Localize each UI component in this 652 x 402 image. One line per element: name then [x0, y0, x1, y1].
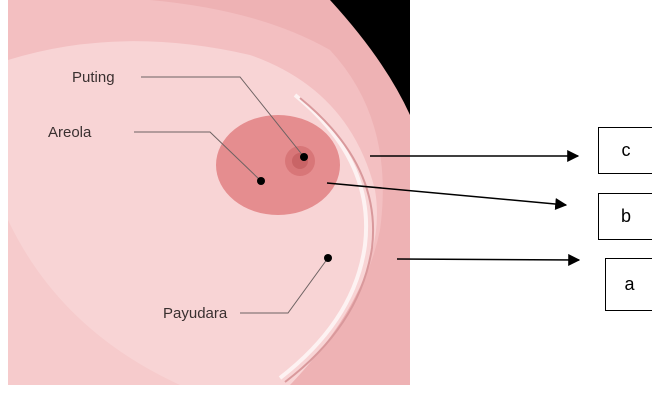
answer-box-b-label: b — [621, 206, 631, 227]
answer-box-a-label: a — [624, 274, 634, 295]
label-breast: Payudara — [163, 305, 228, 322]
label-nipple: Puting — [72, 69, 115, 86]
answer-box-b[interactable]: b — [598, 193, 652, 240]
areola-pointer-dot — [257, 177, 265, 185]
answer-box-c[interactable]: c — [598, 127, 652, 174]
label-areola: Areola — [48, 124, 92, 141]
nipple-pointer-dot — [300, 153, 308, 161]
areola-shape — [216, 115, 340, 215]
answer-box-c-label: c — [622, 140, 631, 161]
breast-pointer-dot — [324, 254, 332, 262]
arrow-a — [397, 259, 579, 260]
answer-box-a[interactable]: a — [605, 258, 652, 311]
